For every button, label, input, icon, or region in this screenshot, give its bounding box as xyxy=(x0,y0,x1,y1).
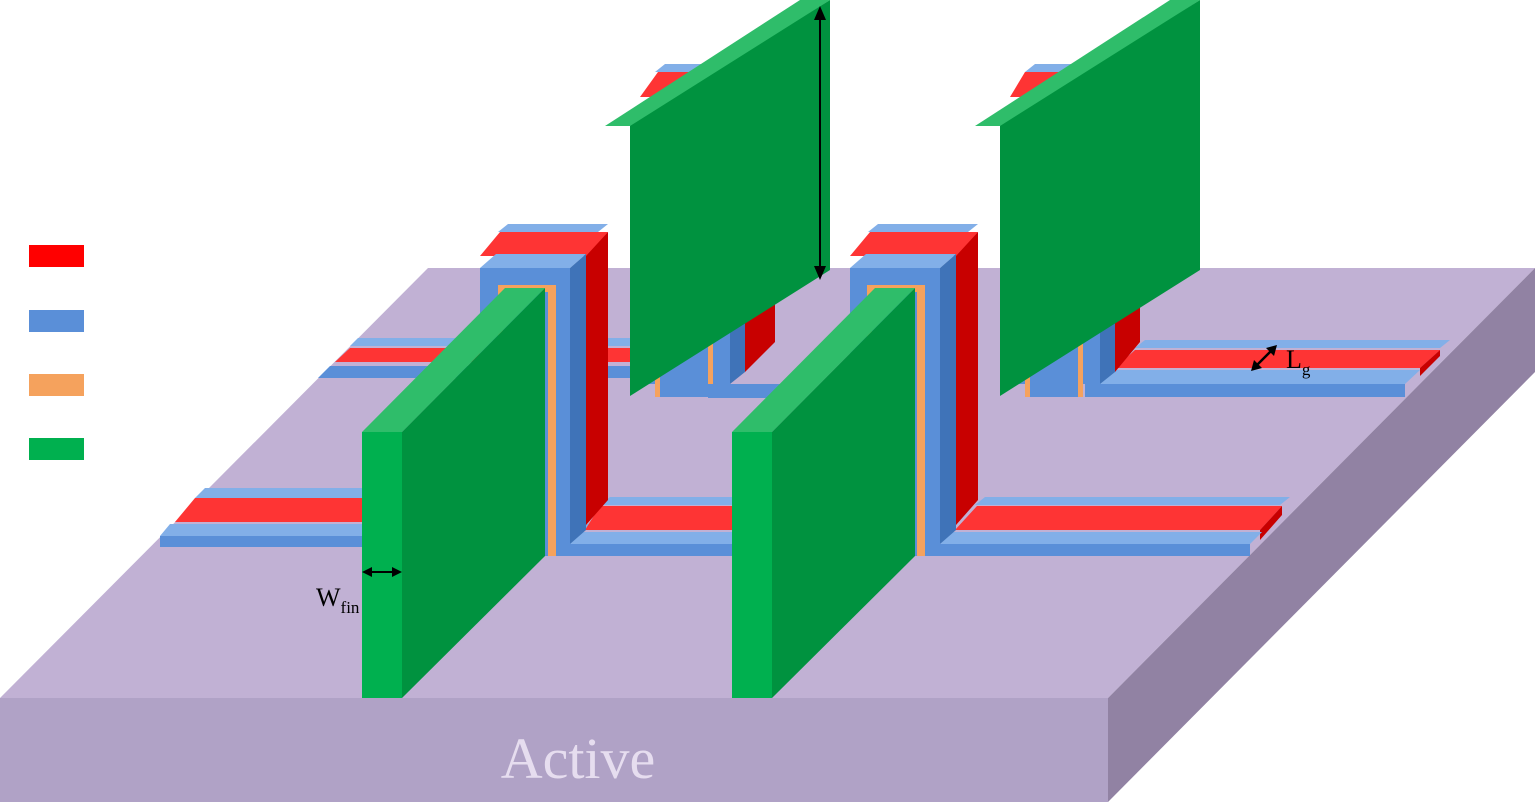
gate-strip-blue-right xyxy=(570,532,745,544)
gate-strip-blue-front xyxy=(1085,384,1405,397)
lg-arrowhead-top xyxy=(1266,345,1277,356)
legend-swatch-metal-gate xyxy=(29,245,84,267)
fin-top xyxy=(605,0,830,126)
gate-red-top xyxy=(480,232,608,256)
fin-height-arrowhead-top xyxy=(814,6,826,20)
legend-swatch-spacer xyxy=(29,310,84,332)
legend xyxy=(29,245,84,460)
wfin-label: Wfin xyxy=(316,583,360,617)
fin-back-right xyxy=(975,0,1200,396)
gate-strip-red-end xyxy=(1420,350,1440,376)
gate-strip-blue xyxy=(940,532,1262,544)
fin-top xyxy=(732,288,915,432)
fin-front xyxy=(362,432,402,698)
gate-strip-red-end xyxy=(1260,506,1282,540)
spacer-back-top xyxy=(868,224,978,232)
lg-label: Lg xyxy=(1286,345,1311,379)
wfin-annotation: Wfin xyxy=(316,567,402,617)
gate-red-top xyxy=(850,232,978,256)
fin-side xyxy=(402,288,545,698)
lg-arrow-line xyxy=(1255,349,1273,367)
lg-arrowhead-bottom xyxy=(1251,360,1262,371)
substrate-front-face xyxy=(0,698,1108,802)
fin-top xyxy=(975,0,1200,126)
gate-strip-blue-top xyxy=(975,497,1290,505)
fin-height-arrowhead-bottom xyxy=(814,266,826,280)
gate-red-side xyxy=(586,232,608,525)
legend-swatch-fin xyxy=(29,438,84,460)
wfin-arrowhead-left xyxy=(362,567,372,577)
gate-strip-blue-front xyxy=(920,544,1250,556)
fin-side xyxy=(630,0,830,396)
fin-top xyxy=(362,288,545,432)
fin-side xyxy=(772,288,915,698)
lg-annotation: Lg xyxy=(1251,345,1311,379)
fin-back-left xyxy=(605,0,830,396)
gate-strip-blue-top-right xyxy=(600,497,750,505)
legend-swatch-high-k-dielectric xyxy=(29,374,84,396)
spacer-side xyxy=(940,254,956,544)
fin-side xyxy=(1000,0,1200,396)
gate-strip-blue-right-front xyxy=(550,544,735,556)
spacer-back-top xyxy=(498,224,608,232)
fin-height-arrow xyxy=(814,6,826,280)
gate-strip-red xyxy=(1115,350,1440,368)
spacer-side xyxy=(570,254,586,544)
gate-strip-blue-top xyxy=(1135,340,1450,348)
gate-red-side xyxy=(956,232,978,525)
gate-strip-red-right xyxy=(585,506,750,530)
fin-front-left xyxy=(362,288,545,698)
spacer-top xyxy=(850,254,956,268)
gate-strip-blue xyxy=(1085,370,1420,384)
wfin-arrowhead-right xyxy=(392,567,402,577)
fin-front xyxy=(732,432,772,698)
substrate-side-face xyxy=(1108,268,1535,802)
gate-strip-red xyxy=(955,506,1282,530)
active-label: Active xyxy=(501,726,656,791)
fin-front-right xyxy=(732,288,915,698)
spacer-top xyxy=(480,254,586,268)
